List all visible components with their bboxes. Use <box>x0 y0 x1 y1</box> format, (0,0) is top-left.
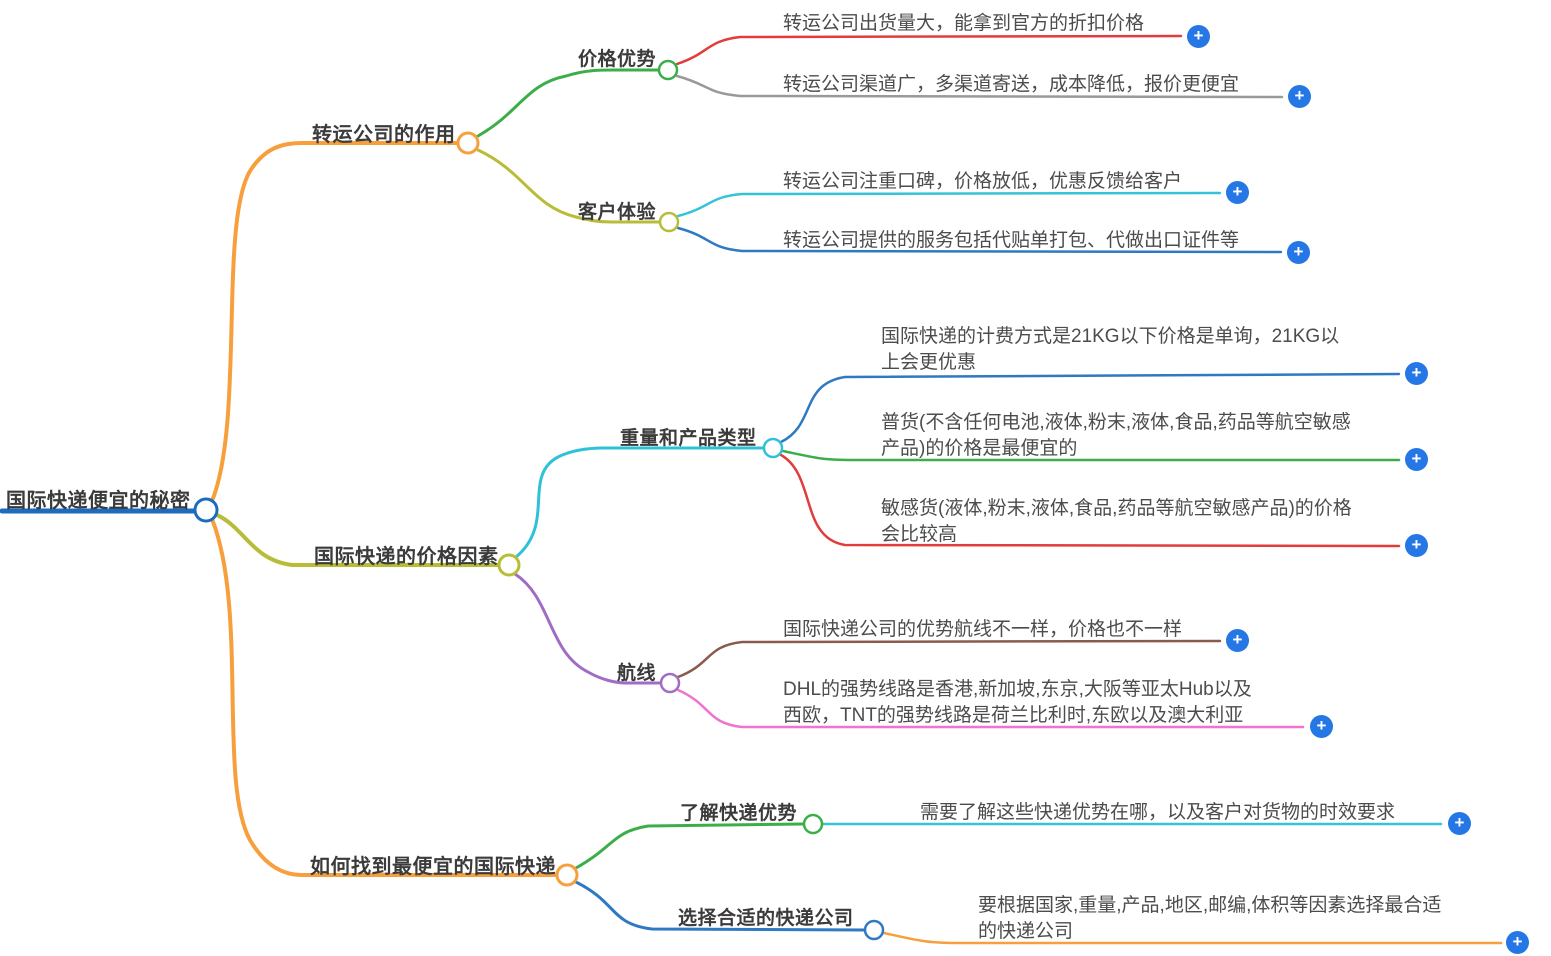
leaf-text-reputation[interactable]: 转运公司注重口碑，价格放低，优惠反馈给客户 <box>783 171 1183 192</box>
leaf-line-choose-factors <box>882 931 1503 945</box>
leaf-text-channels[interactable]: 转运公司渠道广，多渠道寄送，成本降低，报价更便宜 <box>783 74 1240 95</box>
leaf-text-sensitive-cargo[interactable]: 敏感货(液体,粉末,液体,食品,药品等航空敏感产品)的价格会比较高 <box>881 498 1352 545</box>
root-topic-label[interactable]: 国际快递便宜的秘密 <box>6 490 191 512</box>
branch-label-transfer-company-role[interactable]: 转运公司的作用 <box>312 124 456 146</box>
add-node-button[interactable]: + <box>1448 812 1471 835</box>
leaf-line-sensitive-cargo <box>779 453 1401 548</box>
add-node-button[interactable]: + <box>1226 181 1249 204</box>
leaf-line-channels <box>675 74 1284 99</box>
connector-root-to-branch-0 <box>210 141 459 503</box>
connector-root-to-branch-2 <box>210 517 559 877</box>
plus-icon: + <box>1411 363 1422 382</box>
connector-branch2-to-choose-company <box>574 880 868 932</box>
plus-icon: + <box>1512 932 1523 951</box>
leaf-line-reputation <box>676 191 1222 218</box>
branch-label-price-factors[interactable]: 国际快递的价格因素 <box>314 546 499 568</box>
node-handle-choose-company[interactable] <box>863 919 885 941</box>
leaf-line-services <box>676 226 1283 254</box>
plus-icon: + <box>1193 26 1204 45</box>
node-handle-customer-exp[interactable] <box>658 211 680 233</box>
branch-label-find-cheapest[interactable]: 如何找到最便宜的国际快递 <box>310 856 556 878</box>
subnode-label-price-advantage[interactable]: 价格优势 <box>578 49 657 70</box>
plus-icon: + <box>1411 535 1422 554</box>
node-handle-routes[interactable] <box>659 672 681 694</box>
leaf-text-general-cargo[interactable]: 普货(不含任何电池,液体,粉末,液体,食品,药品等航空敏感产品)的价格是最便宜的 <box>881 412 1351 459</box>
connector-branch0-to-price-advantage <box>476 68 660 138</box>
connector-branch0-to-customer-exp <box>476 148 661 224</box>
leaf-text-services[interactable]: 转运公司提供的服务包括代贴单打包、代做出口证件等 <box>783 230 1240 251</box>
subnode-label-customer-experience[interactable]: 客户体验 <box>578 202 657 223</box>
add-node-button[interactable]: + <box>1405 448 1428 471</box>
add-node-button[interactable]: + <box>1288 85 1311 108</box>
subnode-label-know-express-advantages[interactable]: 了解快递优势 <box>680 803 798 824</box>
subnode-label-choose-right-company[interactable]: 选择合适的快递公司 <box>678 908 854 929</box>
connector-branch2-to-know-advantages <box>574 822 805 870</box>
plus-icon: + <box>1454 813 1465 832</box>
node-handle-branch-0[interactable] <box>456 131 480 155</box>
node-handle-branch-1[interactable] <box>497 553 521 577</box>
node-handle-weight-type[interactable] <box>762 437 784 459</box>
leaf-line-route-difference <box>676 639 1222 679</box>
connector-root-to-branch-1 <box>215 513 499 567</box>
node-handle-root[interactable] <box>193 497 219 523</box>
node-handle-price-advantage[interactable] <box>657 59 679 81</box>
node-handle-branch-2[interactable] <box>555 863 579 887</box>
subnode-label-routes[interactable]: 航线 <box>617 663 657 684</box>
leaf-text-discount[interactable]: 转运公司出货量大，能拿到官方的折扣价格 <box>783 13 1145 34</box>
add-node-button[interactable]: + <box>1405 534 1428 557</box>
leaf-text-choose-factors[interactable]: 要根据国家,重量,产品,地区,邮编,体积等因素选择最合适的快递公司 <box>978 895 1442 942</box>
add-node-button[interactable]: + <box>1226 629 1249 652</box>
leaf-text-know-advantages[interactable]: 需要了解这些快递优势在哪，以及客户对货物的时效要求 <box>920 802 1396 823</box>
node-handle-know-advantages[interactable] <box>802 813 824 835</box>
leaf-line-discount <box>675 34 1183 66</box>
leaf-line-general-cargo <box>781 449 1401 462</box>
leaf-line-dhl-tnt <box>676 688 1305 729</box>
add-node-button[interactable]: + <box>1405 362 1428 385</box>
leaf-line-21kg <box>779 372 1401 444</box>
add-node-button[interactable]: + <box>1287 241 1310 264</box>
plus-icon: + <box>1232 630 1243 649</box>
plus-icon: + <box>1294 86 1305 105</box>
leaf-text-dhl-tnt-routes[interactable]: DHL的强势线路是香港,新加坡,东京,大阪等亚太Hub以及西欧，TNT的强势线路… <box>783 679 1252 726</box>
plus-icon: + <box>1316 716 1327 735</box>
add-node-button[interactable]: + <box>1187 25 1210 48</box>
leaf-text-route-difference[interactable]: 国际快递公司的优势航线不一样，价格也不一样 <box>783 619 1183 640</box>
leaf-text-21kg-pricing[interactable]: 国际快递的计费方式是21KG以下价格是单询，21KG以上会更优惠 <box>881 326 1340 373</box>
plus-icon: + <box>1293 242 1304 261</box>
add-node-button[interactable]: + <box>1506 931 1529 954</box>
connector-branch1-to-routes <box>513 572 663 685</box>
plus-icon: + <box>1411 449 1422 468</box>
plus-icon: + <box>1232 182 1243 201</box>
connector-branch1-to-weight-type <box>514 446 766 559</box>
add-node-button[interactable]: + <box>1310 715 1333 738</box>
subnode-label-weight-product-type[interactable]: 重量和产品类型 <box>620 428 757 449</box>
